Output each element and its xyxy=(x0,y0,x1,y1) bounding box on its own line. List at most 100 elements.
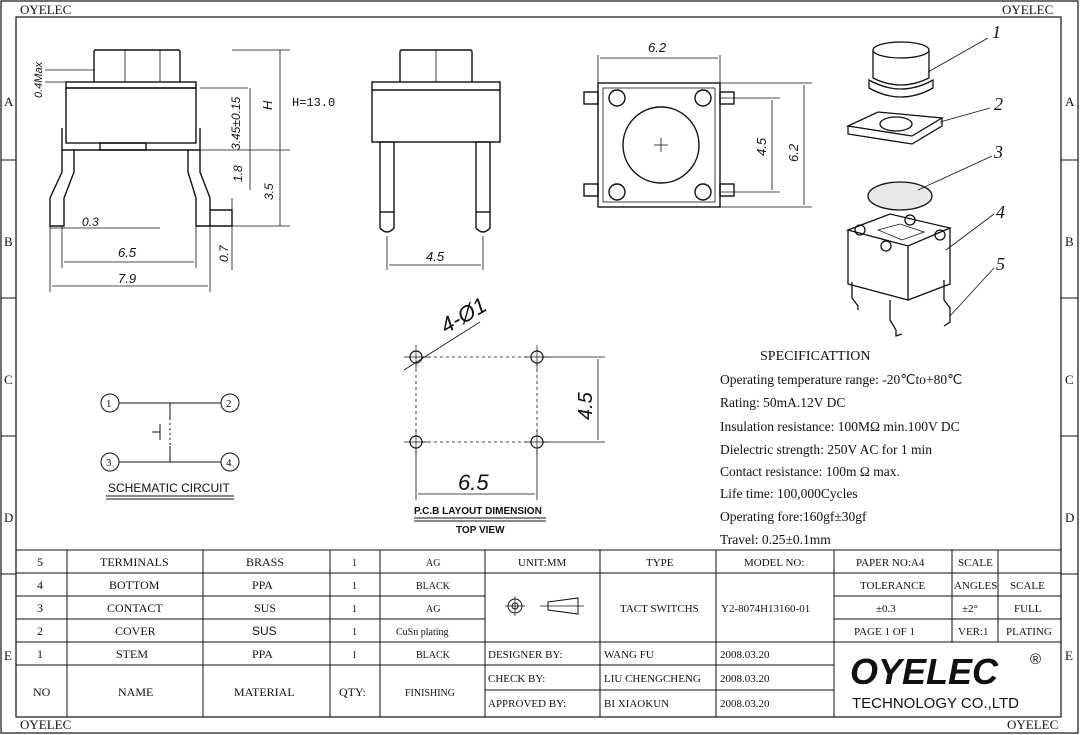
bom-header: NO NAME MATERIAL QTY: FINISHING xyxy=(33,685,455,699)
title-block xyxy=(16,549,1061,717)
scale-label-2: SCALE xyxy=(1010,580,1045,592)
bom-row: 1 STEM PPA 1 BLACK xyxy=(37,647,451,661)
pin-3: 3 xyxy=(106,457,112,469)
checker-name: LIU CHENGCHENG xyxy=(604,673,701,685)
spec-line: Rating: 50mA.12V DC xyxy=(720,395,845,410)
side-view xyxy=(45,49,290,292)
spec-title: SPECIFICATTION xyxy=(760,349,870,364)
designer-label: DESIGNER BY: xyxy=(488,649,562,661)
pcb-holes-label: 4-Ø1 xyxy=(436,292,491,338)
dim-03: 0.3 xyxy=(82,215,99,229)
front-dim: 4.5 xyxy=(426,249,445,264)
check-label: CHECK BY: xyxy=(488,673,545,685)
bom-no: 5 xyxy=(37,555,43,569)
bom-qty: 1 xyxy=(352,604,357,615)
tolerance-label: TOLERANCE xyxy=(860,580,925,592)
dim-07: 0.7 xyxy=(217,244,231,262)
model-value: Y2-8074H13160-01 xyxy=(721,603,810,615)
tolerance-value: ±0.3 xyxy=(876,603,896,615)
top-view xyxy=(583,55,812,208)
bom-finishing: AG xyxy=(426,558,440,569)
bom-name: CONTACT xyxy=(107,601,163,615)
top-dim-w: 6.2 xyxy=(648,40,667,55)
designer-date: 2008.03.20 xyxy=(720,649,770,661)
bom-name: STEM xyxy=(116,647,148,661)
paper-no: PAPER NO:A4 xyxy=(856,557,925,569)
dim-345: 3.45±0.15 xyxy=(229,96,243,150)
plating-label: PLATING xyxy=(1006,626,1052,638)
row-label-c: C xyxy=(4,372,13,387)
bom-header-no: NO xyxy=(33,685,51,699)
bom-finishing: BLACK xyxy=(416,650,451,661)
top-dim-h: 6.2 xyxy=(786,143,801,162)
dim-65: 6.5 xyxy=(118,245,137,260)
bom-row: 4 BOTTOM PPA 1 BLACK xyxy=(37,578,451,592)
approved-date: 2008.03.20 xyxy=(720,698,770,710)
approved-label: APPROVED BY: xyxy=(488,698,566,710)
bom-header-name: NAME xyxy=(118,685,153,699)
corner-label-tl: OYELEC xyxy=(20,2,71,17)
dim-35: 3.5 xyxy=(262,183,276,200)
bom-material: PPA xyxy=(252,578,273,592)
dim-max: 0.4Max xyxy=(33,61,45,98)
row-label-d-right: D xyxy=(1065,510,1074,525)
row-label-e: E xyxy=(4,648,12,663)
row-label-c-right: C xyxy=(1065,372,1074,387)
pcb-subtitle: TOP VIEW xyxy=(456,525,505,536)
projection-symbol-icon xyxy=(505,596,584,616)
company-name: TECHNOLOGY CO.,LTD xyxy=(852,695,1019,712)
inner-border xyxy=(15,16,1062,718)
spec-line: Insulation resistance: 100MΩ min.100V DC xyxy=(720,419,960,434)
corner-label-bl: OYELEC xyxy=(20,717,71,732)
spec-line: Travel: 0.25±0.1mm xyxy=(720,532,831,547)
approver-name: BI XIAOKUN xyxy=(604,698,669,710)
bom-material: SUS xyxy=(252,624,277,638)
unit-label: UNIT:MM xyxy=(518,557,567,569)
bom-name: BOTTOM xyxy=(109,578,160,592)
pcb-dim-pitch: 4.5 xyxy=(575,391,597,420)
bom-finishing: AG xyxy=(426,604,440,615)
registered-mark: ® xyxy=(1030,651,1041,668)
spec-line: Operating fore:160gf±30gf xyxy=(720,509,867,524)
designer-name: WANG FU xyxy=(604,649,654,661)
bom-no: 1 xyxy=(37,647,43,661)
check-date: 2008.03.20 xyxy=(720,673,770,685)
pcb-title: P.C.B LAYOUT DIMENSION xyxy=(414,506,542,517)
bom-header-finishing: FINISHING xyxy=(405,688,455,699)
page-number: PAGE 1 OF 1 xyxy=(854,626,915,638)
bom-row: 2 COVER SUS 1 CuSn plating xyxy=(37,624,449,638)
dim-h-value: H=13.0 xyxy=(292,96,335,110)
dim-18: 1.8 xyxy=(231,165,245,182)
bom-qty: 1 xyxy=(352,627,357,638)
company-logo: OYELEC xyxy=(850,651,999,692)
row-label-b: B xyxy=(4,234,13,249)
pin-2: 2 xyxy=(226,398,232,410)
spec-line: Contact resistance: 100m Ω max. xyxy=(720,464,900,479)
dim-h: H xyxy=(260,100,275,110)
bom-qty: 1 xyxy=(352,650,357,661)
specification: SPECIFICATTION Operating temperature ran… xyxy=(720,349,962,547)
row-label-e-right: E xyxy=(1065,648,1073,663)
model-label: MODEL NO: xyxy=(744,557,804,569)
row-label-a-right: A xyxy=(1065,94,1075,109)
bom-no: 2 xyxy=(37,624,43,638)
bom-name: COVER xyxy=(115,624,156,638)
row-label-d: D xyxy=(4,510,13,525)
row-label-a: A xyxy=(4,94,14,109)
callout-4: 4 xyxy=(996,202,1005,222)
pcb-dim-width: 6.5 xyxy=(458,470,489,495)
pin-4: 4 xyxy=(226,457,232,469)
schematic-circuit xyxy=(100,393,240,500)
spec-line: Operating temperature range: -20℃to+80℃ xyxy=(720,372,962,387)
schematic-title: SCHEMATIC CIRCUIT xyxy=(108,481,230,495)
corner-label-tr: OYELEC xyxy=(1002,2,1053,17)
pin-1: 1 xyxy=(106,398,112,410)
bom-header-material: MATERIAL xyxy=(234,685,295,699)
top-dim-pitch: 4.5 xyxy=(754,137,769,156)
callout-5: 5 xyxy=(996,254,1005,274)
bom-finishing: CuSn plating xyxy=(396,627,449,638)
type-label: TYPE xyxy=(646,557,674,569)
bom-qty: 1 xyxy=(352,581,357,592)
bom-material: BRASS xyxy=(246,555,284,569)
dim-79: 7.9 xyxy=(118,271,136,286)
